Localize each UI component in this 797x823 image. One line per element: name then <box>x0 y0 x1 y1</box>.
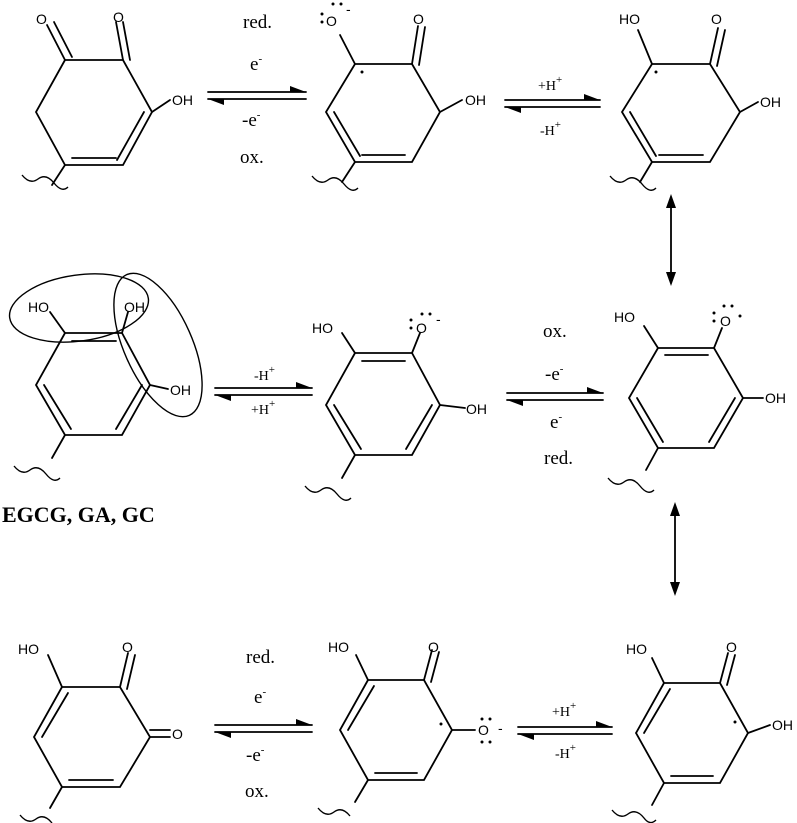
atom-oh: OH <box>172 92 193 108</box>
radical-dot <box>654 70 658 74</box>
atom-ho: HO <box>28 299 49 315</box>
atom-o: O <box>172 726 183 742</box>
highlight-ellipse <box>113 272 203 418</box>
atom-o: O <box>478 722 489 738</box>
atom-o: O <box>711 11 722 27</box>
atom-o: O <box>326 13 337 29</box>
atom-o: O <box>428 639 439 655</box>
atom-oh: OH <box>772 717 793 733</box>
arrow-proton-1: +H+ -H+ <box>504 74 601 139</box>
atom-oh: OH <box>466 401 487 417</box>
arrow-proton-2: -H+ +H+ <box>214 364 313 418</box>
label-neg-e: -e- <box>246 744 265 766</box>
resonance-arrow-2 <box>670 502 680 596</box>
atom-ho: HO <box>328 639 349 655</box>
label-red: red. <box>544 448 573 469</box>
label-ox: ox. <box>543 321 567 342</box>
atom-oh: OH <box>465 92 486 108</box>
arrow-redox-1: red. e- -e- ox. <box>207 12 307 168</box>
label-neg-e: -e- <box>545 363 564 385</box>
label-ox: ox. <box>245 781 269 802</box>
atom-ho: HO <box>18 641 39 657</box>
molecule-quinone-bottom: HO O O <box>18 639 183 823</box>
atom-oh: OH <box>760 94 781 110</box>
arrow-proton-3: +H+ -H+ <box>517 700 613 762</box>
compound-name-label: EGCG, GA, GC <box>2 502 155 527</box>
arrow-redox-2: ox. -e- e- red. <box>506 321 604 469</box>
label-minus-h: -H+ <box>540 119 561 139</box>
label-minus-h: -H+ <box>254 364 275 384</box>
atom-oh: OH <box>765 390 786 406</box>
radical-dot <box>733 720 737 724</box>
molecule-quinone-top: O O OH <box>21 9 193 190</box>
molecule-semiquinone-anion-top: O - O OH <box>311 1 486 191</box>
arrow-redox-3: red. e- -e- ox. <box>214 647 313 802</box>
atom-o: O <box>36 11 47 27</box>
radical-dot <box>360 70 364 74</box>
atom-charge: - <box>436 311 441 327</box>
label-plus-h: +H+ <box>552 700 576 720</box>
atom-ho: HO <box>614 309 635 325</box>
molecule-semiquinone-bottom-right: HO O OH <box>611 639 793 823</box>
label-e: e- <box>550 411 562 433</box>
atom-oh: OH <box>170 382 191 398</box>
label-red: red. <box>243 12 272 33</box>
atom-o: O <box>726 639 737 655</box>
atom-ho: HO <box>626 641 647 657</box>
label-minus-h: -H+ <box>555 742 576 762</box>
atom-ho: HO <box>312 320 333 336</box>
atom-o: O <box>122 639 133 655</box>
molecule-semiquinone-top-right: HO O OH <box>609 11 781 191</box>
molecule-phenolate-anion: HO O - OH <box>304 311 487 501</box>
atom-o: O <box>113 9 124 25</box>
atom-o: O <box>413 11 424 27</box>
molecule-phenoxyl-radical: HO O OH <box>607 304 786 493</box>
molecule-semiquinone-anion-bottom: HO O O - <box>317 639 503 817</box>
label-e: e- <box>254 686 266 708</box>
label-plus-h: +H+ <box>538 74 562 94</box>
label-neg-e: -e- <box>242 109 261 131</box>
label-e: e- <box>250 53 262 75</box>
label-ox: ox. <box>240 147 264 168</box>
atom-ho: HO <box>619 11 640 27</box>
molecule-pyrogallol: HO OH OH <box>8 272 203 481</box>
radical-dot <box>439 722 443 726</box>
atom-charge: - <box>498 720 503 736</box>
resonance-arrow-1 <box>666 194 676 286</box>
atom-oh: OH <box>124 299 145 315</box>
label-red: red. <box>246 647 275 668</box>
atom-charge: - <box>346 1 351 17</box>
atom-o: O <box>720 313 731 329</box>
label-plus-h: +H+ <box>251 398 275 418</box>
atom-o: O <box>416 320 427 336</box>
